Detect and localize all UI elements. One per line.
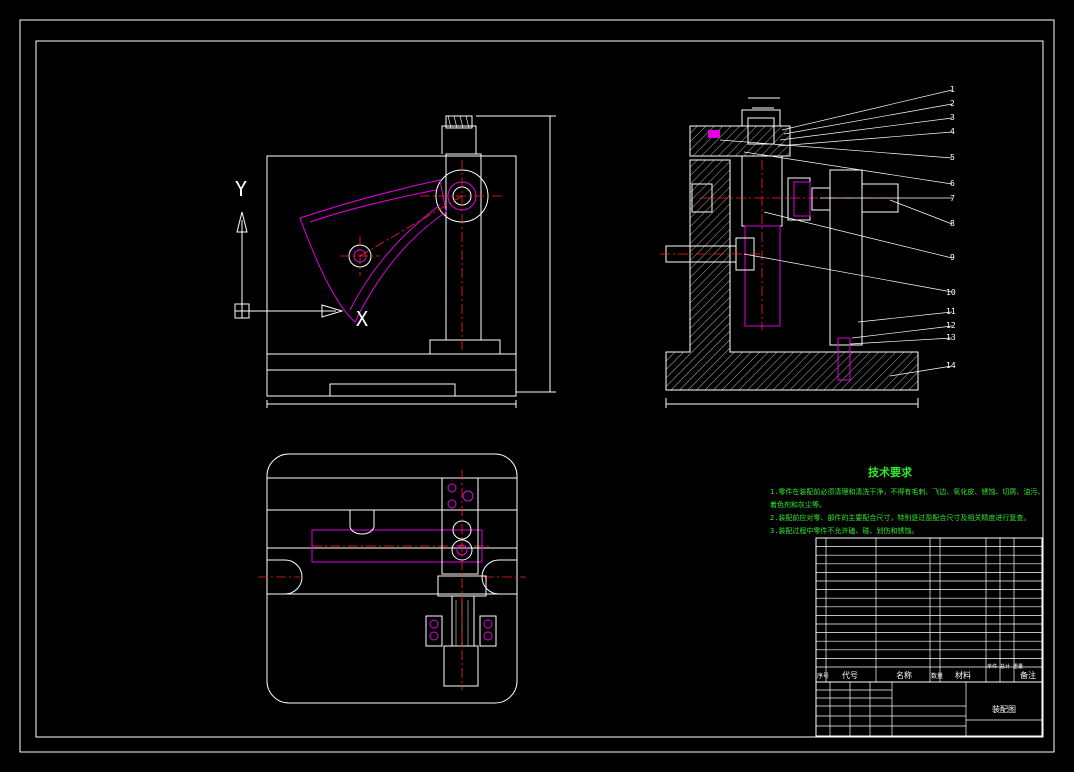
callout-6: 6 <box>950 179 955 188</box>
callout-5: 5 <box>950 153 955 162</box>
tech-req-item-3: 3.装配过程中零件不允许磕、碰、划伤和锈蚀。 <box>770 526 918 535</box>
front-view <box>266 115 556 408</box>
bom-table: 序号 代号 名称 数量 材料 单件 总计 重量 备注 <box>815 537 1043 683</box>
tech-req-item-1: 1.零件在装配前必须清理和清洗干净，不得有毛刺、飞边、氧化皮、锈蚀、切屑、油污、 <box>770 487 1044 496</box>
bom-header-weight: 单件 总计 重量 <box>987 663 1023 670</box>
bom-header-name: 名称 <box>896 670 912 680</box>
callout-2: 2 <box>950 99 955 108</box>
callout-14: 14 <box>946 361 956 370</box>
callout-10: 10 <box>946 288 956 297</box>
bom-header-code: 代号 <box>842 670 858 680</box>
bom-header-qty: 数量 <box>931 672 943 680</box>
callout-1: 1 <box>950 85 955 94</box>
drawing-name: 装配图 <box>992 704 1016 714</box>
technical-requirements: 技术要求 1.零件在装配前必须清理和清洗干净，不得有毛刺、飞边、氧化皮、锈蚀、切… <box>770 465 1044 535</box>
drawing-border-outer <box>19 19 1055 753</box>
callout-4: 4 <box>950 127 955 136</box>
callout-11: 11 <box>946 307 956 316</box>
section-view <box>660 89 953 408</box>
callout-7: 7 <box>950 194 955 203</box>
bom-header-note: 备注 <box>1020 670 1036 680</box>
drawing-border-inner <box>35 40 1044 738</box>
callout-13: 13 <box>946 333 956 342</box>
callout-3: 3 <box>950 113 955 122</box>
part-callouts: 1 2 3 4 5 6 7 8 9 10 11 12 13 14 <box>946 85 956 370</box>
bom-header-material: 材料 <box>955 670 971 680</box>
tech-req-item-2: 2.装配前应对零、部件的主要配合尺寸，特别是过盈配合尺寸及相关精度进行复查。 <box>770 513 1030 522</box>
y-axis-label: Y <box>235 177 247 201</box>
bom-header-seq: 序号 <box>817 672 829 680</box>
x-axis-label: X <box>356 307 368 331</box>
callout-9: 9 <box>950 253 955 262</box>
coordinate-axis-icon <box>234 211 344 319</box>
title-block: 装配图 <box>815 681 1043 737</box>
tech-req-title: 技术要求 <box>868 465 913 479</box>
tech-req-item-1-cont: 着色剂和灰尘等。 <box>770 500 826 509</box>
top-view <box>258 453 526 704</box>
callout-12: 12 <box>946 321 956 330</box>
callout-8: 8 <box>950 219 955 228</box>
